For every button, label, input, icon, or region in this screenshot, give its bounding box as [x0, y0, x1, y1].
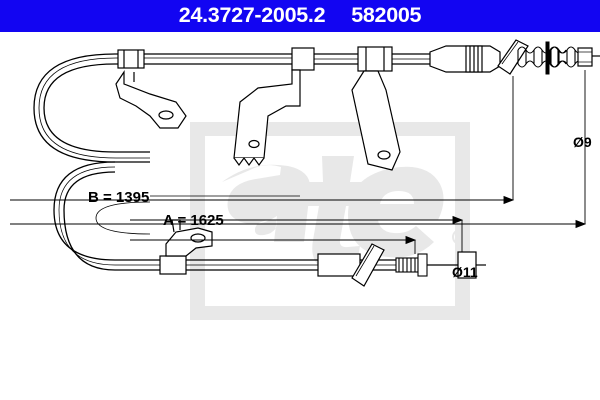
dimension-label-b: B = 1395	[88, 189, 150, 206]
upper-bracket-right	[351, 70, 401, 171]
upper-bracket-left	[115, 70, 187, 129]
drawing-svg	[10, 39, 600, 320]
upper-spring-coil-1	[517, 46, 567, 68]
dimension-lines	[10, 70, 587, 254]
diameter-label-lower: Ø11	[452, 264, 478, 280]
upper-end-tab	[497, 39, 529, 75]
lower-threaded-adjuster	[395, 253, 460, 277]
technical-drawing: B = 1395 A = 1625 Ø9 Ø11	[0, 32, 600, 400]
dimension-label-a: A = 1625	[163, 212, 224, 229]
header-banner: 24.3727-2005.2 582005	[0, 0, 600, 32]
ate-watermark	[190, 122, 470, 320]
upper-cable-ferrules	[117, 46, 393, 72]
upper-spring-coil-2	[550, 46, 584, 68]
diameter-label-upper: Ø9	[573, 134, 592, 150]
lower-cable-clip	[351, 243, 385, 287]
reference-number-title: 582005	[351, 3, 422, 28]
upper-cable-connector	[429, 45, 501, 73]
lower-cable-assembly	[53, 161, 420, 271]
upper-end-nipple	[577, 47, 600, 67]
lower-end-nipple	[457, 251, 486, 279]
upper-bracket-center	[233, 69, 301, 167]
part-number-title: 24.3727-2005.2	[178, 3, 326, 28]
lower-cable-ferrules	[159, 253, 361, 277]
upper-spring-divider	[545, 41, 550, 75]
